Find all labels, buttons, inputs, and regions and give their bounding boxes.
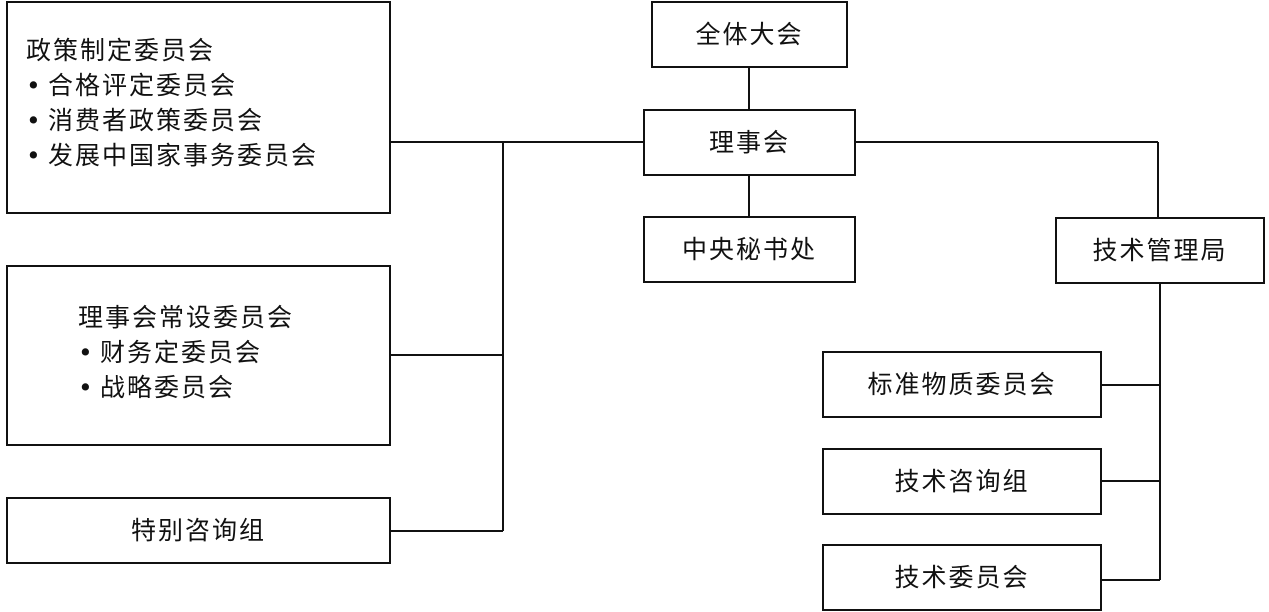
general-assembly-label: 全体大会 <box>695 20 804 49</box>
council-box: 理事会 <box>643 109 856 176</box>
special-advisory-group-box: 特别咨询组 <box>6 497 391 564</box>
technical-advisory-group-label: 技术咨询组 <box>894 467 1030 496</box>
technical-committees-box: 技术委员会 <box>822 544 1102 611</box>
policy-committee-item-developing: 发展中国家事务委员会 <box>26 138 389 173</box>
technical-management-board-label: 技术管理局 <box>1092 236 1228 265</box>
reference-materials-committee-box: 标准物质委员会 <box>822 351 1102 418</box>
council-standing-committees-box: 理事会常设委员会 财务定委员会 战略委员会 <box>6 265 391 446</box>
technical-committees-label: 技术委员会 <box>894 563 1030 592</box>
reference-materials-committee-label: 标准物质委员会 <box>867 370 1057 399</box>
policy-committee-item-consumer: 消费者政策委员会 <box>26 103 389 138</box>
policy-committee-item-conformity: 合格评定委员会 <box>26 68 389 103</box>
technical-advisory-group-box: 技术咨询组 <box>822 448 1102 515</box>
technical-management-board-box: 技术管理局 <box>1055 217 1265 284</box>
special-advisory-group-label: 特别咨询组 <box>130 516 266 545</box>
council-label: 理事会 <box>708 128 790 157</box>
council-standing-committees-title: 理事会常设委员会 <box>78 303 295 332</box>
central-secretariat-label: 中央秘书处 <box>681 235 817 264</box>
central-secretariat-box: 中央秘书处 <box>643 216 856 283</box>
general-assembly-box: 全体大会 <box>651 1 848 68</box>
standing-committee-item-strategy: 战略委员会 <box>78 370 389 405</box>
standing-committee-item-finance: 财务定委员会 <box>78 335 389 370</box>
policy-committees-title: 政策制定委员会 <box>26 36 216 65</box>
policy-committees-box: 政策制定委员会 合格评定委员会 消费者政策委员会 发展中国家事务委员会 <box>6 1 391 214</box>
